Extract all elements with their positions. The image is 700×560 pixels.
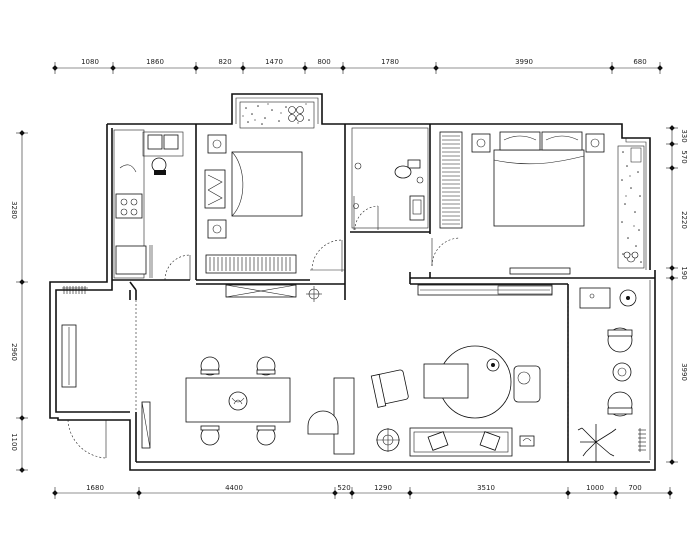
wardrobe (205, 254, 297, 274)
sink-icon (147, 134, 163, 150)
left-balcony (61, 286, 151, 459)
armchair (307, 410, 339, 435)
right-balcony (617, 145, 645, 269)
lounge-chair (607, 327, 633, 353)
bottom-dim-7: 700 (628, 484, 641, 492)
top-dim-4: 1470 (265, 58, 283, 66)
dining-chair (200, 356, 276, 446)
lounge-chair (607, 391, 633, 417)
top-dim-3: 820 (218, 58, 231, 66)
left-dim-2: 2960 (10, 343, 18, 361)
top-dim-8: 680 (633, 58, 646, 66)
stove-icon (115, 193, 143, 219)
top-dim-1: 1080 (81, 58, 99, 66)
top-dim-2: 1860 (146, 58, 164, 66)
toilet-icon (394, 159, 421, 179)
right-dim-1: 330 (680, 129, 688, 142)
kitchen (113, 129, 191, 281)
side-table (612, 362, 632, 382)
right-dim-3: 2220 (680, 211, 688, 229)
bottom-dim-6: 1000 (586, 484, 604, 492)
centerpiece-icon (228, 391, 248, 411)
bedroom-2 (204, 134, 345, 274)
bed-icon (231, 151, 303, 217)
top-dim-7: 3990 (515, 58, 533, 66)
bathroom (351, 127, 461, 267)
plant-icon (577, 424, 617, 462)
right-dim-2: 570 (680, 150, 688, 163)
plant-icon (288, 106, 304, 122)
dining-area (185, 356, 291, 446)
sofa (409, 427, 513, 457)
top-dimension-chain: 1080 1860 820 1470 800 1780 3990 680 (52, 58, 663, 74)
right-dimension-chain: 330 570 2220 190 3990 (666, 125, 688, 465)
fridge-icon (115, 245, 147, 275)
bottom-dim-5: 3510 (477, 484, 495, 492)
top-dim-5: 800 (317, 58, 330, 66)
left-dim-3: 1100 (10, 433, 18, 451)
tv-cabinet (333, 377, 355, 455)
master-bedroom (439, 131, 605, 275)
exterior-walls (49, 93, 656, 471)
chair-icon (151, 157, 167, 173)
windows-row (225, 284, 553, 302)
left-dim-1: 3280 (10, 201, 18, 219)
top-dim-6: 1780 (381, 58, 399, 66)
bottom-dimension-chain: 1680 4400 520 1290 3510 1000 700 (52, 484, 673, 499)
right-dim-4: 190 (680, 266, 688, 279)
top-balcony (239, 101, 315, 129)
bottom-dim-3: 520 (337, 484, 350, 492)
right-dim-5: 3990 (680, 363, 688, 381)
bottom-dim-1: 1680 (86, 484, 104, 492)
round-table (423, 345, 541, 419)
bottom-dim-4: 1290 (374, 484, 392, 492)
bottom-dim-2: 4400 (225, 484, 243, 492)
double-bed-icon (493, 149, 585, 227)
interior-walls (112, 124, 655, 462)
plant-icon (623, 251, 639, 263)
lounge-chair (370, 369, 409, 408)
right-study (577, 280, 651, 462)
left-dimension-chain: 3280 2960 1100 (10, 130, 28, 473)
living-area (307, 345, 541, 457)
floor-lamp-icon (376, 428, 400, 452)
